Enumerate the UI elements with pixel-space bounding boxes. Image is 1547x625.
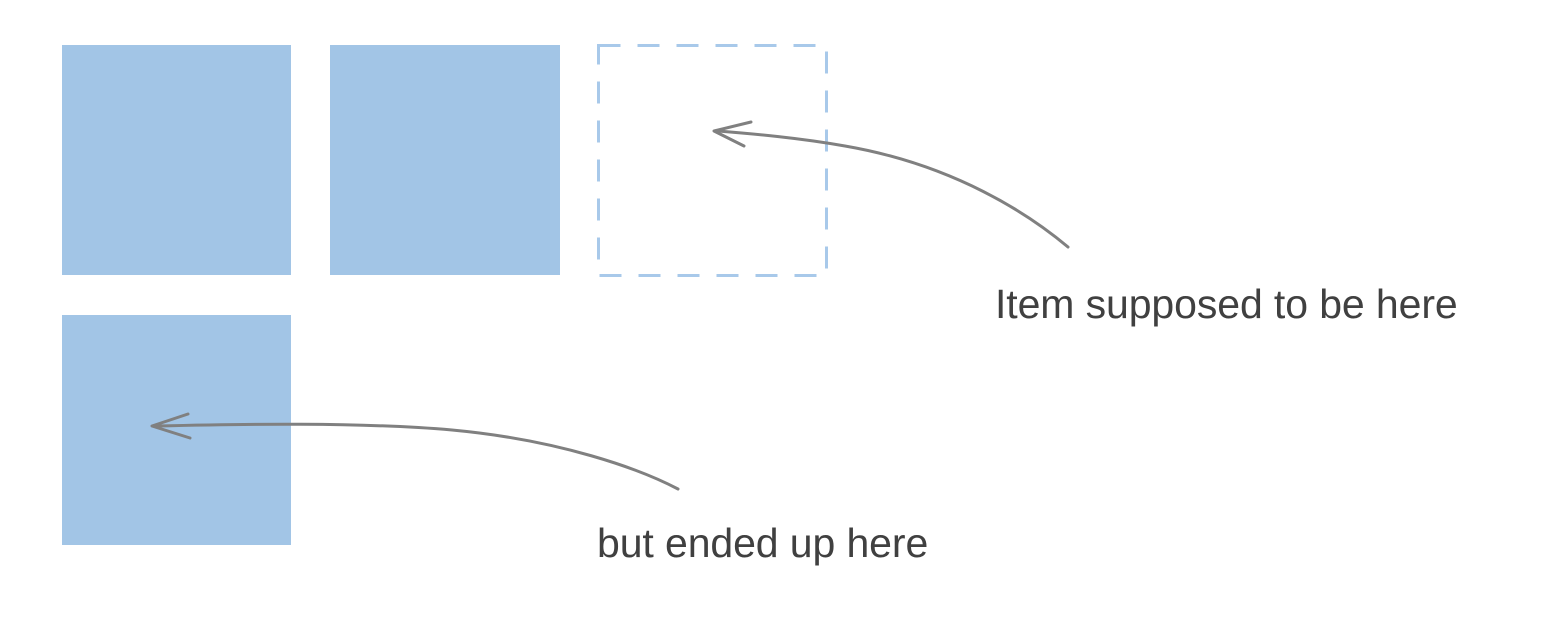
label-but-ended-up-here: but ended up here [597, 520, 929, 566]
tile-item-1[interactable] [62, 45, 291, 275]
label-item-supposed-to-be-here: Item supposed to be here [995, 281, 1458, 327]
empty-drop-slot[interactable] [597, 44, 828, 277]
dashed-slot-outline [597, 44, 828, 277]
tile-item-2[interactable] [330, 45, 560, 275]
tile-item-3[interactable] [62, 315, 291, 545]
